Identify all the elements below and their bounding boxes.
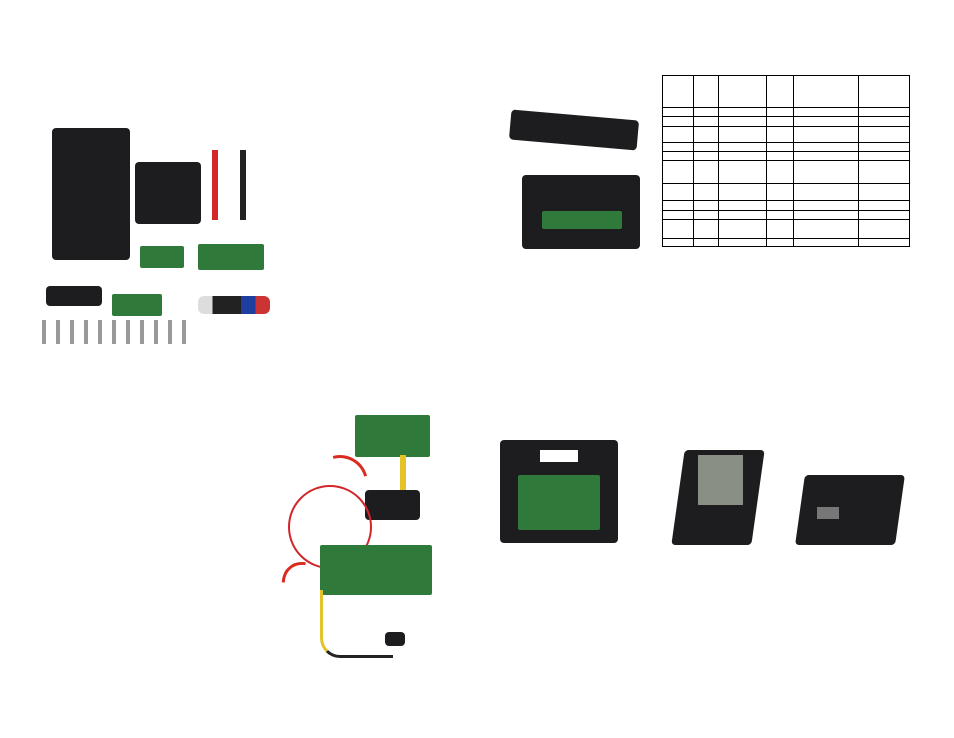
- enclosure-box: [135, 162, 201, 224]
- spec-table: [662, 75, 910, 247]
- connector-port: [817, 507, 839, 519]
- connector-board: [112, 294, 162, 316]
- top-board: [355, 415, 430, 457]
- pcb-inside: [542, 211, 622, 229]
- plug: [385, 632, 405, 646]
- pcb-installed: [518, 475, 600, 530]
- assembly-side-photo: [505, 100, 645, 160]
- parts-kit-photo: [40, 120, 280, 350]
- cable-black: [240, 150, 246, 220]
- label-slot: [540, 450, 578, 462]
- installed-board-photo: [500, 440, 620, 545]
- screws: [42, 320, 192, 344]
- mount-bracket: [52, 128, 130, 260]
- mount-unit-photo: [795, 455, 910, 550]
- yellow-black-cable: [320, 590, 393, 658]
- mount-housing: [795, 475, 905, 545]
- pcb-board-2: [198, 244, 264, 270]
- pcb-board-1: [140, 246, 184, 268]
- bottom-board: [320, 545, 432, 595]
- cable-red: [212, 150, 218, 220]
- o-rings: [198, 296, 270, 314]
- enclosure-side: [508, 109, 640, 151]
- wires-yellow: [400, 455, 406, 495]
- wiring-photo: [280, 410, 450, 665]
- assembly-top-photo: [522, 175, 642, 250]
- levers: [46, 286, 102, 306]
- db9-connector: [365, 490, 420, 520]
- display-screen: [698, 455, 743, 505]
- display-unit-photo: [668, 445, 768, 550]
